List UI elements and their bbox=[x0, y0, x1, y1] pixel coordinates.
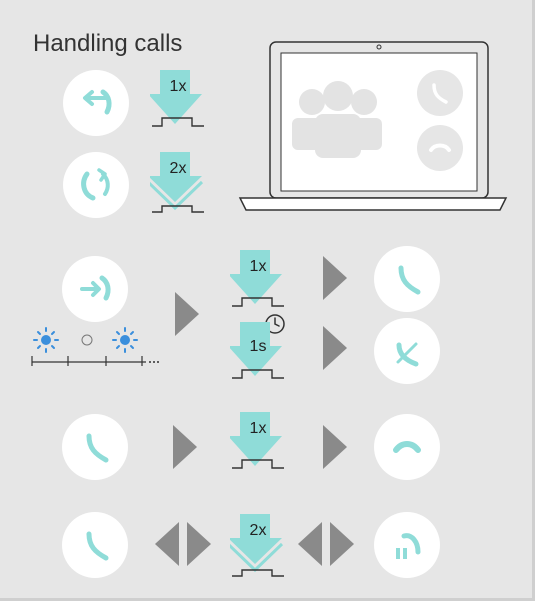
phone-handset-icon bbox=[62, 512, 128, 578]
press-1x-indicator: 1x bbox=[230, 408, 286, 480]
section-title: Handling calls bbox=[33, 30, 183, 58]
phone-reject-icon bbox=[374, 318, 440, 384]
press-duration-label: 1s bbox=[249, 338, 267, 355]
phone-hold-icon bbox=[374, 512, 440, 578]
arrow-right-icon bbox=[173, 425, 197, 474]
press-hold-1s-indicator: 1s bbox=[230, 318, 286, 390]
press-count-label: 1x bbox=[169, 78, 187, 95]
arrow-right-icon bbox=[175, 292, 199, 341]
phone-handset-icon bbox=[62, 414, 128, 480]
laptop-icon bbox=[238, 40, 508, 212]
bidirectional-arrow-icon bbox=[155, 522, 211, 571]
press-count-label: 2x bbox=[169, 160, 187, 177]
press-count-label: 1x bbox=[249, 258, 267, 275]
phone-hangup-icon bbox=[374, 414, 440, 480]
press-2x-indicator: 2x bbox=[150, 148, 206, 220]
bidirectional-arrow-icon bbox=[298, 522, 354, 571]
arrow-right-icon bbox=[323, 425, 347, 474]
press-count-label: 1x bbox=[249, 420, 267, 437]
led-blue-icon bbox=[33, 327, 59, 353]
phone-redial-icon bbox=[63, 152, 129, 218]
phone-transfer-out-icon bbox=[63, 70, 129, 136]
press-1x-indicator: 1x bbox=[230, 246, 286, 318]
phone-incoming-icon bbox=[62, 256, 128, 322]
press-1x-indicator: 1x bbox=[150, 66, 206, 138]
led-blink-timeline bbox=[28, 320, 168, 370]
phone-accept-icon bbox=[374, 246, 440, 312]
press-count-label: 2x bbox=[249, 522, 267, 539]
arrow-right-icon bbox=[323, 256, 347, 305]
press-2x-indicator: 2x bbox=[230, 510, 286, 582]
arrow-right-icon bbox=[323, 326, 347, 375]
